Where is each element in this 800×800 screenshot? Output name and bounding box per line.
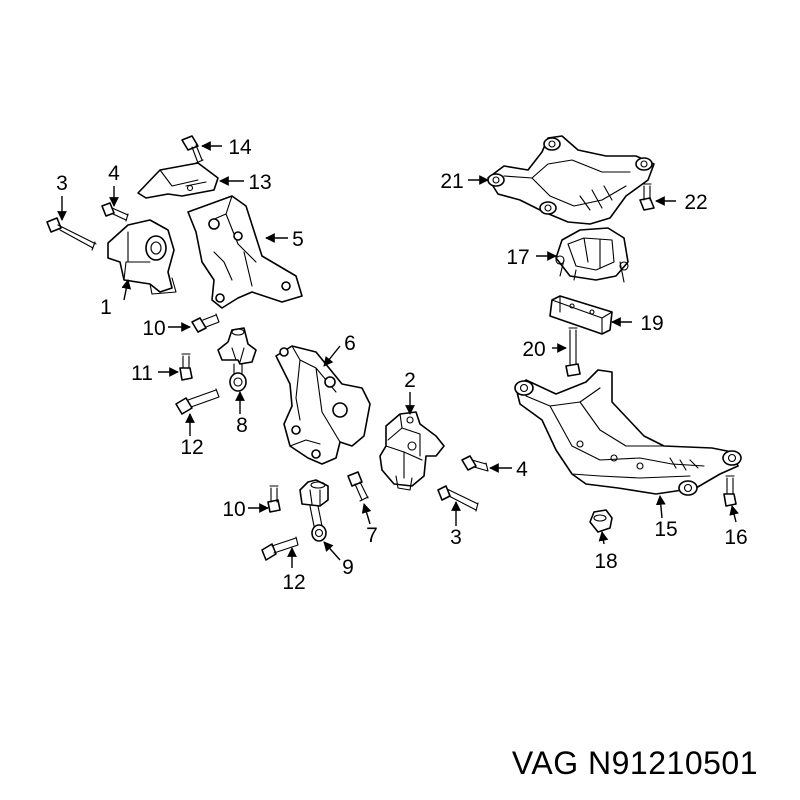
callout-12: 12 xyxy=(282,571,305,594)
callout-18: 18 xyxy=(594,550,617,573)
callout-8: 8 xyxy=(236,414,248,437)
part-number-caption: VAG N91210501 xyxy=(511,745,758,781)
callout-5: 5 xyxy=(292,228,304,251)
callout-1: 1 xyxy=(100,296,112,319)
bolt-16 xyxy=(723,475,737,507)
callout-10: 10 xyxy=(142,317,165,340)
transmission-support-mount xyxy=(555,227,629,283)
heat-shield xyxy=(137,162,219,199)
leader-lines xyxy=(57,141,739,568)
callout-labels: 1 2 3 3 4 4 5 6 7 8 9 10 10 11 12 12 13 … xyxy=(56,136,748,594)
subframe xyxy=(514,369,742,496)
bolt-11 xyxy=(179,353,193,381)
leader-1 xyxy=(121,279,132,301)
callout-3: 3 xyxy=(450,526,462,549)
bolt-top-shield xyxy=(181,135,204,164)
callout-13: 13 xyxy=(248,171,271,194)
callout-3: 3 xyxy=(56,172,68,195)
callout-10: 10 xyxy=(222,498,245,521)
bolt-long-right xyxy=(437,485,479,512)
bolt-22 xyxy=(639,183,655,211)
torque-rod-lower xyxy=(299,479,329,542)
reinforcement-bar xyxy=(549,295,613,335)
bolt-10-upper xyxy=(191,313,220,333)
engine-mount-left xyxy=(107,219,177,295)
callout-22: 22 xyxy=(684,191,707,214)
nut-18 xyxy=(589,509,613,533)
callout-16: 16 xyxy=(724,526,747,549)
bolt-short-left xyxy=(101,202,129,222)
callout-6: 6 xyxy=(344,332,356,355)
bolt-long-left xyxy=(46,217,97,251)
transmission-bracket xyxy=(275,345,371,465)
callout-4: 4 xyxy=(108,162,120,185)
engine-bracket xyxy=(187,195,303,309)
bolt-12-upper xyxy=(175,388,220,415)
leader-18 xyxy=(598,531,609,545)
bolt-7 xyxy=(347,471,369,502)
callout-7: 7 xyxy=(366,524,378,547)
callout-15: 15 xyxy=(654,518,677,541)
leader-6 xyxy=(323,345,341,367)
bolt-20 xyxy=(565,327,581,377)
callout-19: 19 xyxy=(640,312,663,335)
bolt-12-lower xyxy=(261,536,299,561)
leader-7 xyxy=(361,503,372,525)
callout-17: 17 xyxy=(506,246,529,269)
bolt-short-right xyxy=(461,455,489,472)
callout-20: 20 xyxy=(522,338,545,361)
leader-16 xyxy=(729,505,739,523)
bolt-10-lower xyxy=(267,485,281,513)
callout-11: 11 xyxy=(131,362,153,385)
callout-21: 21 xyxy=(440,170,463,193)
callout-2: 2 xyxy=(404,369,416,392)
callout-4: 4 xyxy=(516,458,528,481)
callout-9: 9 xyxy=(342,556,354,579)
callout-14: 14 xyxy=(228,136,252,159)
crossmember xyxy=(487,135,655,225)
leader-9 xyxy=(323,541,341,561)
callout-12: 12 xyxy=(180,436,203,459)
torque-rod-upper xyxy=(217,327,257,392)
transmission-mount xyxy=(379,411,445,491)
leader-15 xyxy=(655,495,666,519)
